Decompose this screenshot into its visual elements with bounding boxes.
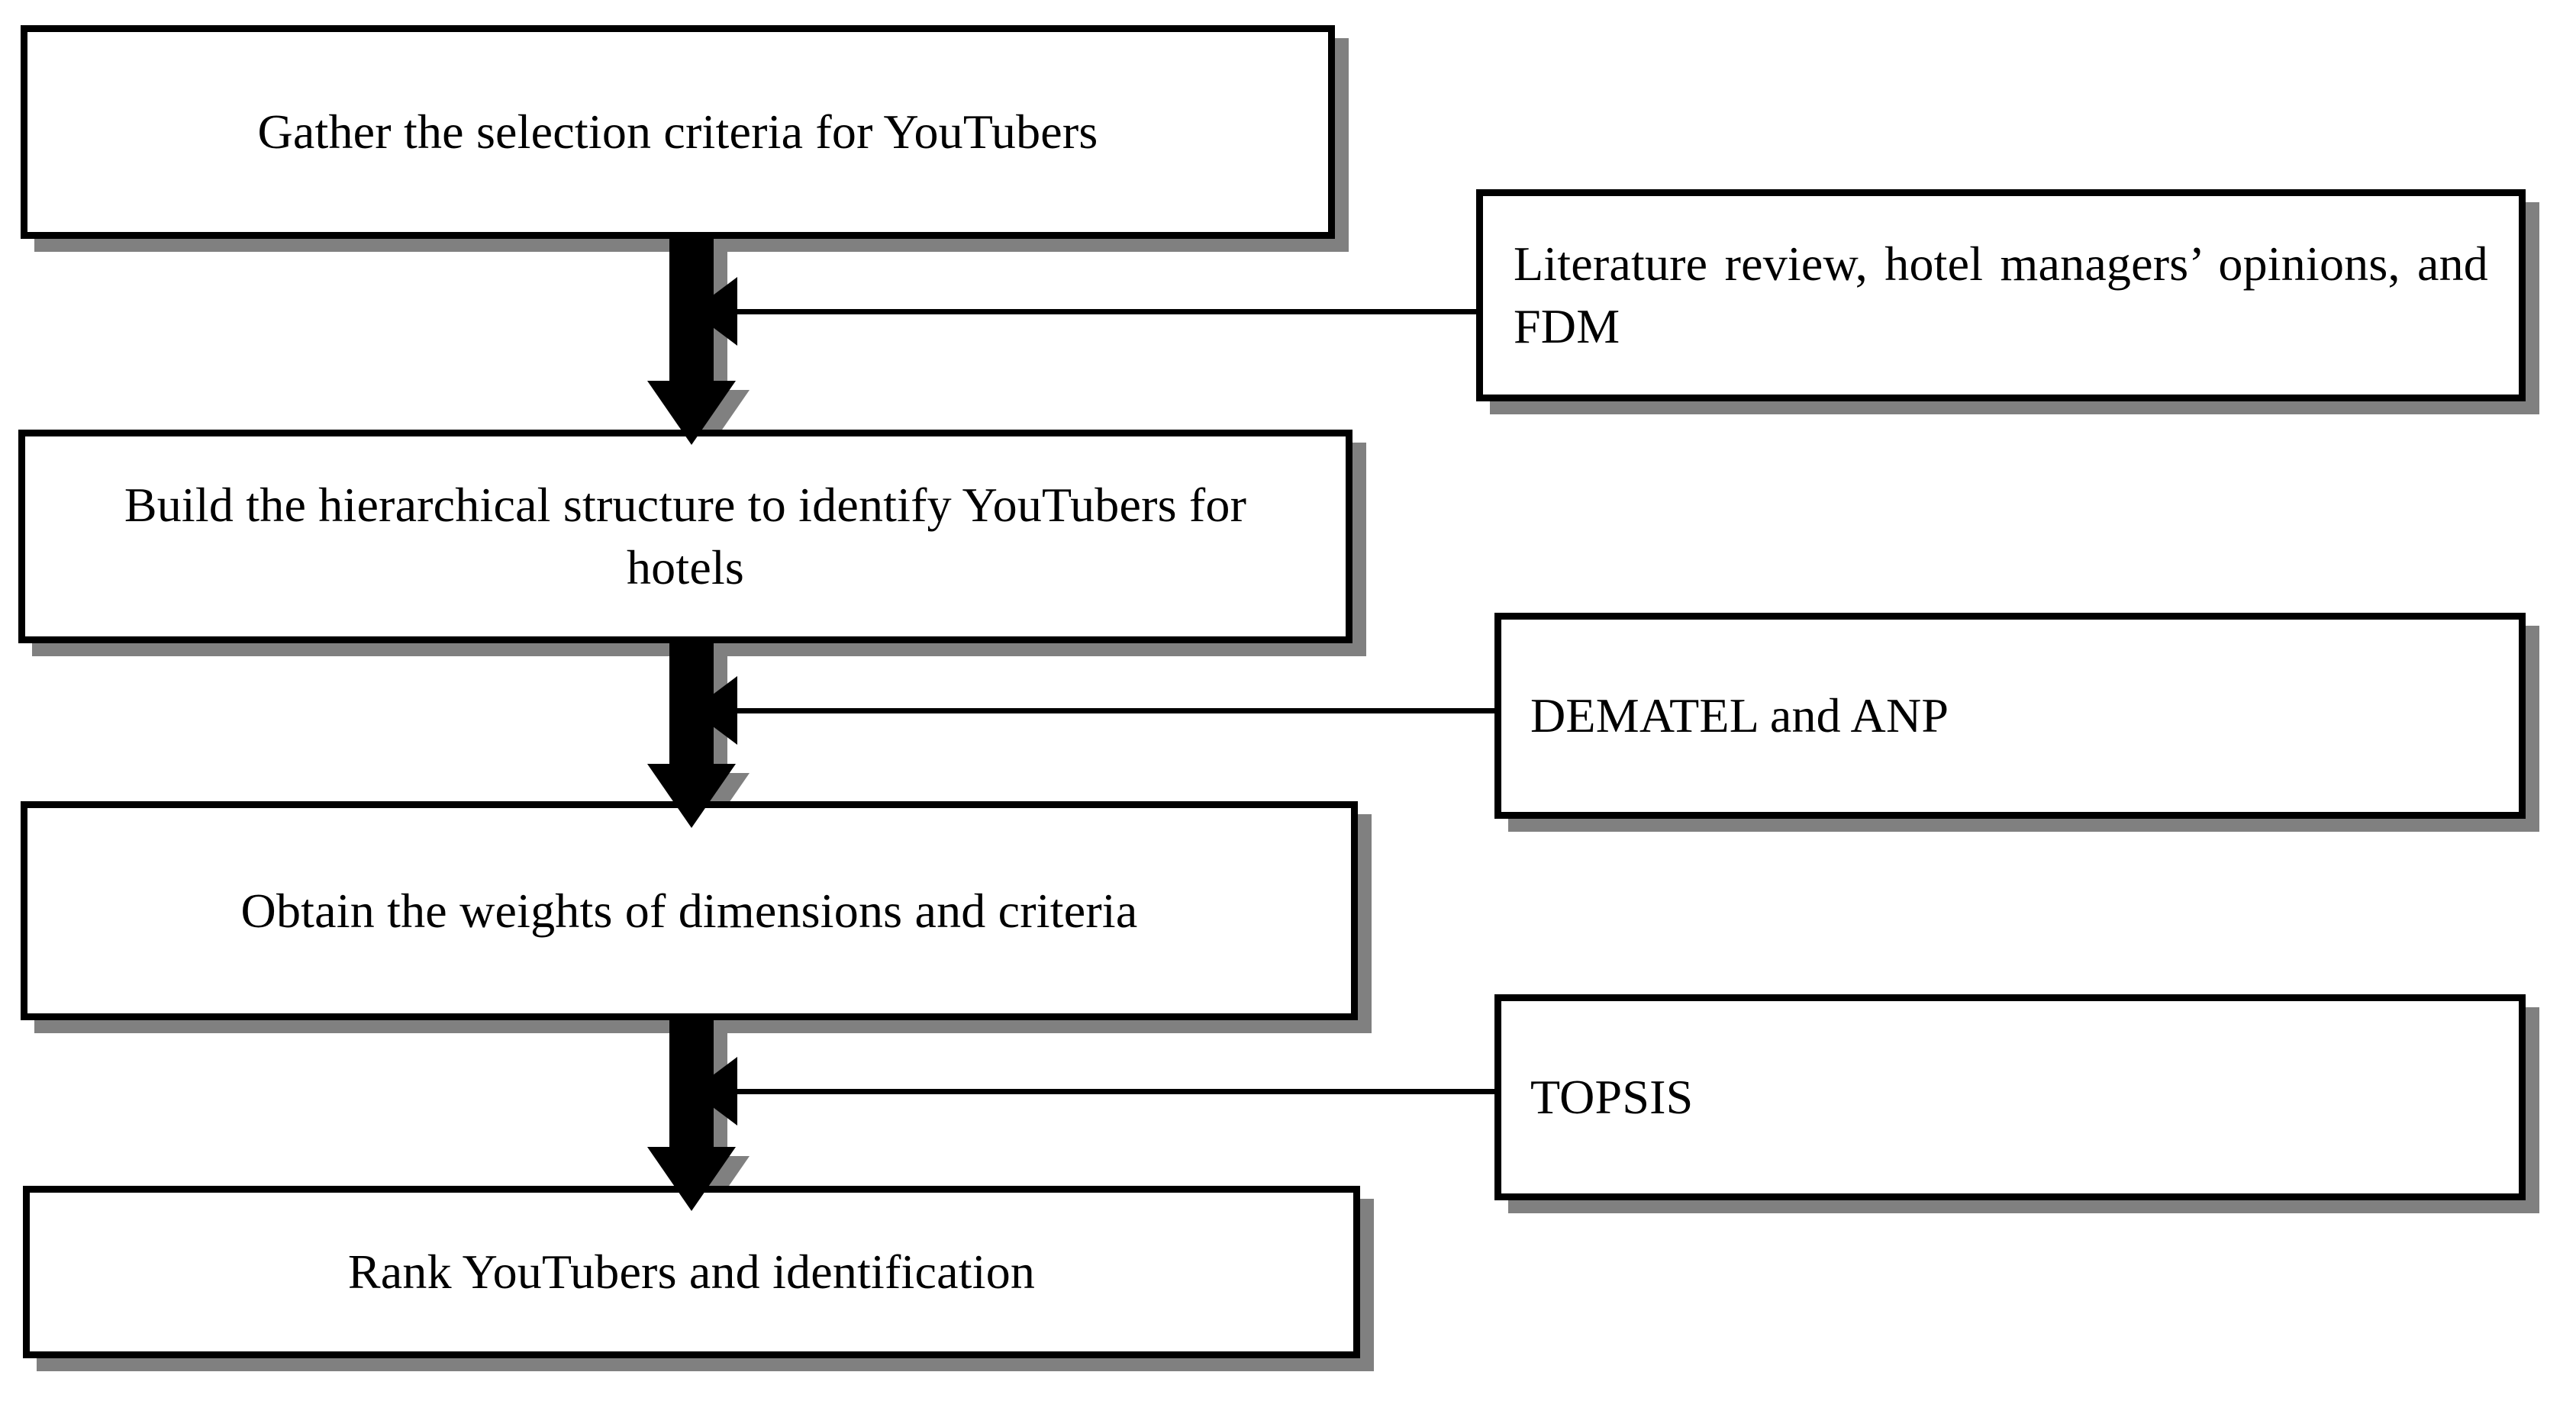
process-box-step-4[interactable]: Rank YouTubers and identification	[23, 1186, 1360, 1358]
step-4-label: Rank YouTubers and identification	[347, 1245, 1036, 1300]
note-link-3-connector	[692, 1057, 1496, 1126]
step-2-label: Build the hierarchical structure to iden…	[124, 478, 1247, 594]
note-3-label: TOPSIS	[1530, 1070, 1694, 1125]
note-link-1-connector	[692, 277, 1478, 346]
note-link-2-connector	[692, 676, 1496, 745]
flow-1-down-arrow	[647, 239, 736, 445]
step-1-label: Gather the selection criteria for YouTub…	[257, 105, 1098, 159]
process-box-step-1[interactable]: Gather the selection criteria for YouTub…	[21, 25, 1335, 239]
note-link-1-line	[734, 309, 1478, 314]
process-box-step-2[interactable]: Build the hierarchical structure to iden…	[18, 430, 1352, 643]
note-box-3[interactable]: TOPSIS	[1494, 994, 2526, 1200]
note-2-label: DEMATEL and ANP	[1530, 688, 1949, 743]
note-link-2-arrowhead	[692, 676, 737, 745]
note-link-3-line	[734, 1089, 1496, 1094]
note-box-1[interactable]: Literature review, hotel managers’ opini…	[1476, 189, 2526, 401]
process-box-step-3[interactable]: Obtain the weights of dimensions and cri…	[21, 801, 1358, 1020]
note-link-1-arrowhead	[692, 277, 737, 346]
note-1-label: Literature review, hotel managers’ opini…	[1514, 237, 2488, 353]
note-box-2[interactable]: DEMATEL and ANP	[1494, 613, 2526, 819]
note-link-2-line	[734, 708, 1496, 713]
note-link-3-arrowhead	[692, 1057, 737, 1126]
step-3-label: Obtain the weights of dimensions and cri…	[240, 883, 1138, 938]
